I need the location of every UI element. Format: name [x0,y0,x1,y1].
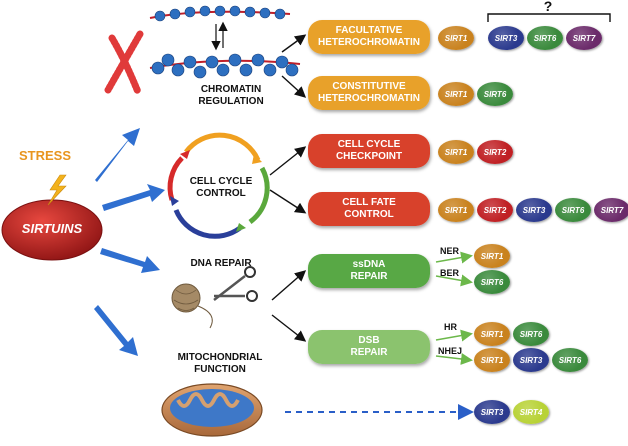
outcome-label: CONSTITUTIVE HETEROCHROMATIN [317,81,421,104]
sirt-pill-sirt6: SIRT6 [555,198,591,222]
sirt-pill-sirt3: SIRT3 [474,400,510,424]
outcome-facultative-heterochromatin: FACULTATIVE HETEROCHROMATIN [308,20,430,54]
process-chromatin-label: CHROMATIN REGULATION [198,84,264,107]
outcome-cell-cycle-checkpoint: CELL CYCLE CHECKPOINT [308,134,430,168]
sirtuins-label: SIRTUINS [21,221,83,236]
sirt-pill-sirt1: SIRT1 [438,26,474,50]
outcome-cell-fate-control: CELL FATE CONTROL [308,192,430,226]
blue-arrows [94,128,165,356]
outcome-label: DSB REPAIR [350,335,388,358]
sirt-pill-sirt6: SIRT6 [474,270,510,294]
sirt-pill-sirt4: SIRT4 [513,400,549,424]
sirt-pill-sirt3: SIRT3 [516,198,552,222]
pathway-ner: NER [440,246,460,256]
sirt-pill-sirt1: SIRT1 [438,198,474,222]
dna-scissors-icon [171,266,258,329]
sirt-pill-sirt1: SIRT1 [438,82,474,106]
arrow-to-dna-repair [100,248,160,273]
outcome-dsb-repair: DSB REPAIR [308,330,430,364]
sirt-pill-sirt6: SIRT6 [527,26,563,50]
outcome-label: CELL CYCLE CHECKPOINT [335,139,403,162]
connector-arrows [269,34,307,342]
lightning-bolt-icon [47,174,67,206]
process-dna-repair-label: DNA REPAIR [190,258,252,269]
sirt-pill-sirt3: SIRT3 [488,26,524,50]
sirt-pill-sirt7: SIRT7 [594,198,628,222]
pathway-hr: HR [444,322,457,332]
sirt-pill-sirt7: SIRT7 [566,26,602,50]
process-cell-cycle-label: CELL CYCLE CONTROL [189,176,253,199]
pathway-ber: BER [440,268,460,278]
outcome-label: CELL FATE CONTROL [342,197,396,220]
cell-cycle-icon [167,132,270,239]
chromosome-icon [104,30,144,96]
arrow-to-mitochondria [94,305,138,356]
sirt-pill-sirt1: SIRT1 [438,140,474,164]
sirt-pill-sirt2: SIRT2 [477,140,513,164]
sirt-pill-sirt1: SIRT1 [474,348,510,372]
sirt-pill-sirt6: SIRT6 [477,82,513,106]
pathway-arrows [435,251,473,365]
outcome-constitutive-heterochromatin: CONSTITUTIVE HETEROCHROMATIN [308,76,430,110]
process-mitochondrial-label: MITOCHONDRIAL FUNCTION [177,352,263,375]
sirt-pill-sirt6: SIRT6 [552,348,588,372]
sirt-pill-sirt2: SIRT2 [477,198,513,222]
sirt-pill-sirt1: SIRT1 [474,244,510,268]
pathway-nhej: NHEJ [438,346,463,356]
arrow-to-chromatin [95,128,140,182]
sirt-pill-sirt1: SIRT1 [474,322,510,346]
outcome-label: ssDNA REPAIR [350,259,388,282]
arrow-to-cell-cycle [102,184,165,211]
sirt-pill-sirt6: SIRT6 [513,322,549,346]
question-mark: ? [543,0,553,14]
outcome-label: FACULTATIVE HETEROCHROMATIN [317,25,421,48]
mitochondrion-icon [161,383,263,437]
sirt-pill-sirt3: SIRT3 [513,348,549,372]
outcome-ssdna-repair: ssDNA REPAIR [308,254,430,288]
chromatin-fiber-icon [149,5,301,79]
unknown-bracket [487,13,611,22]
stress-label: STRESS [18,148,71,163]
